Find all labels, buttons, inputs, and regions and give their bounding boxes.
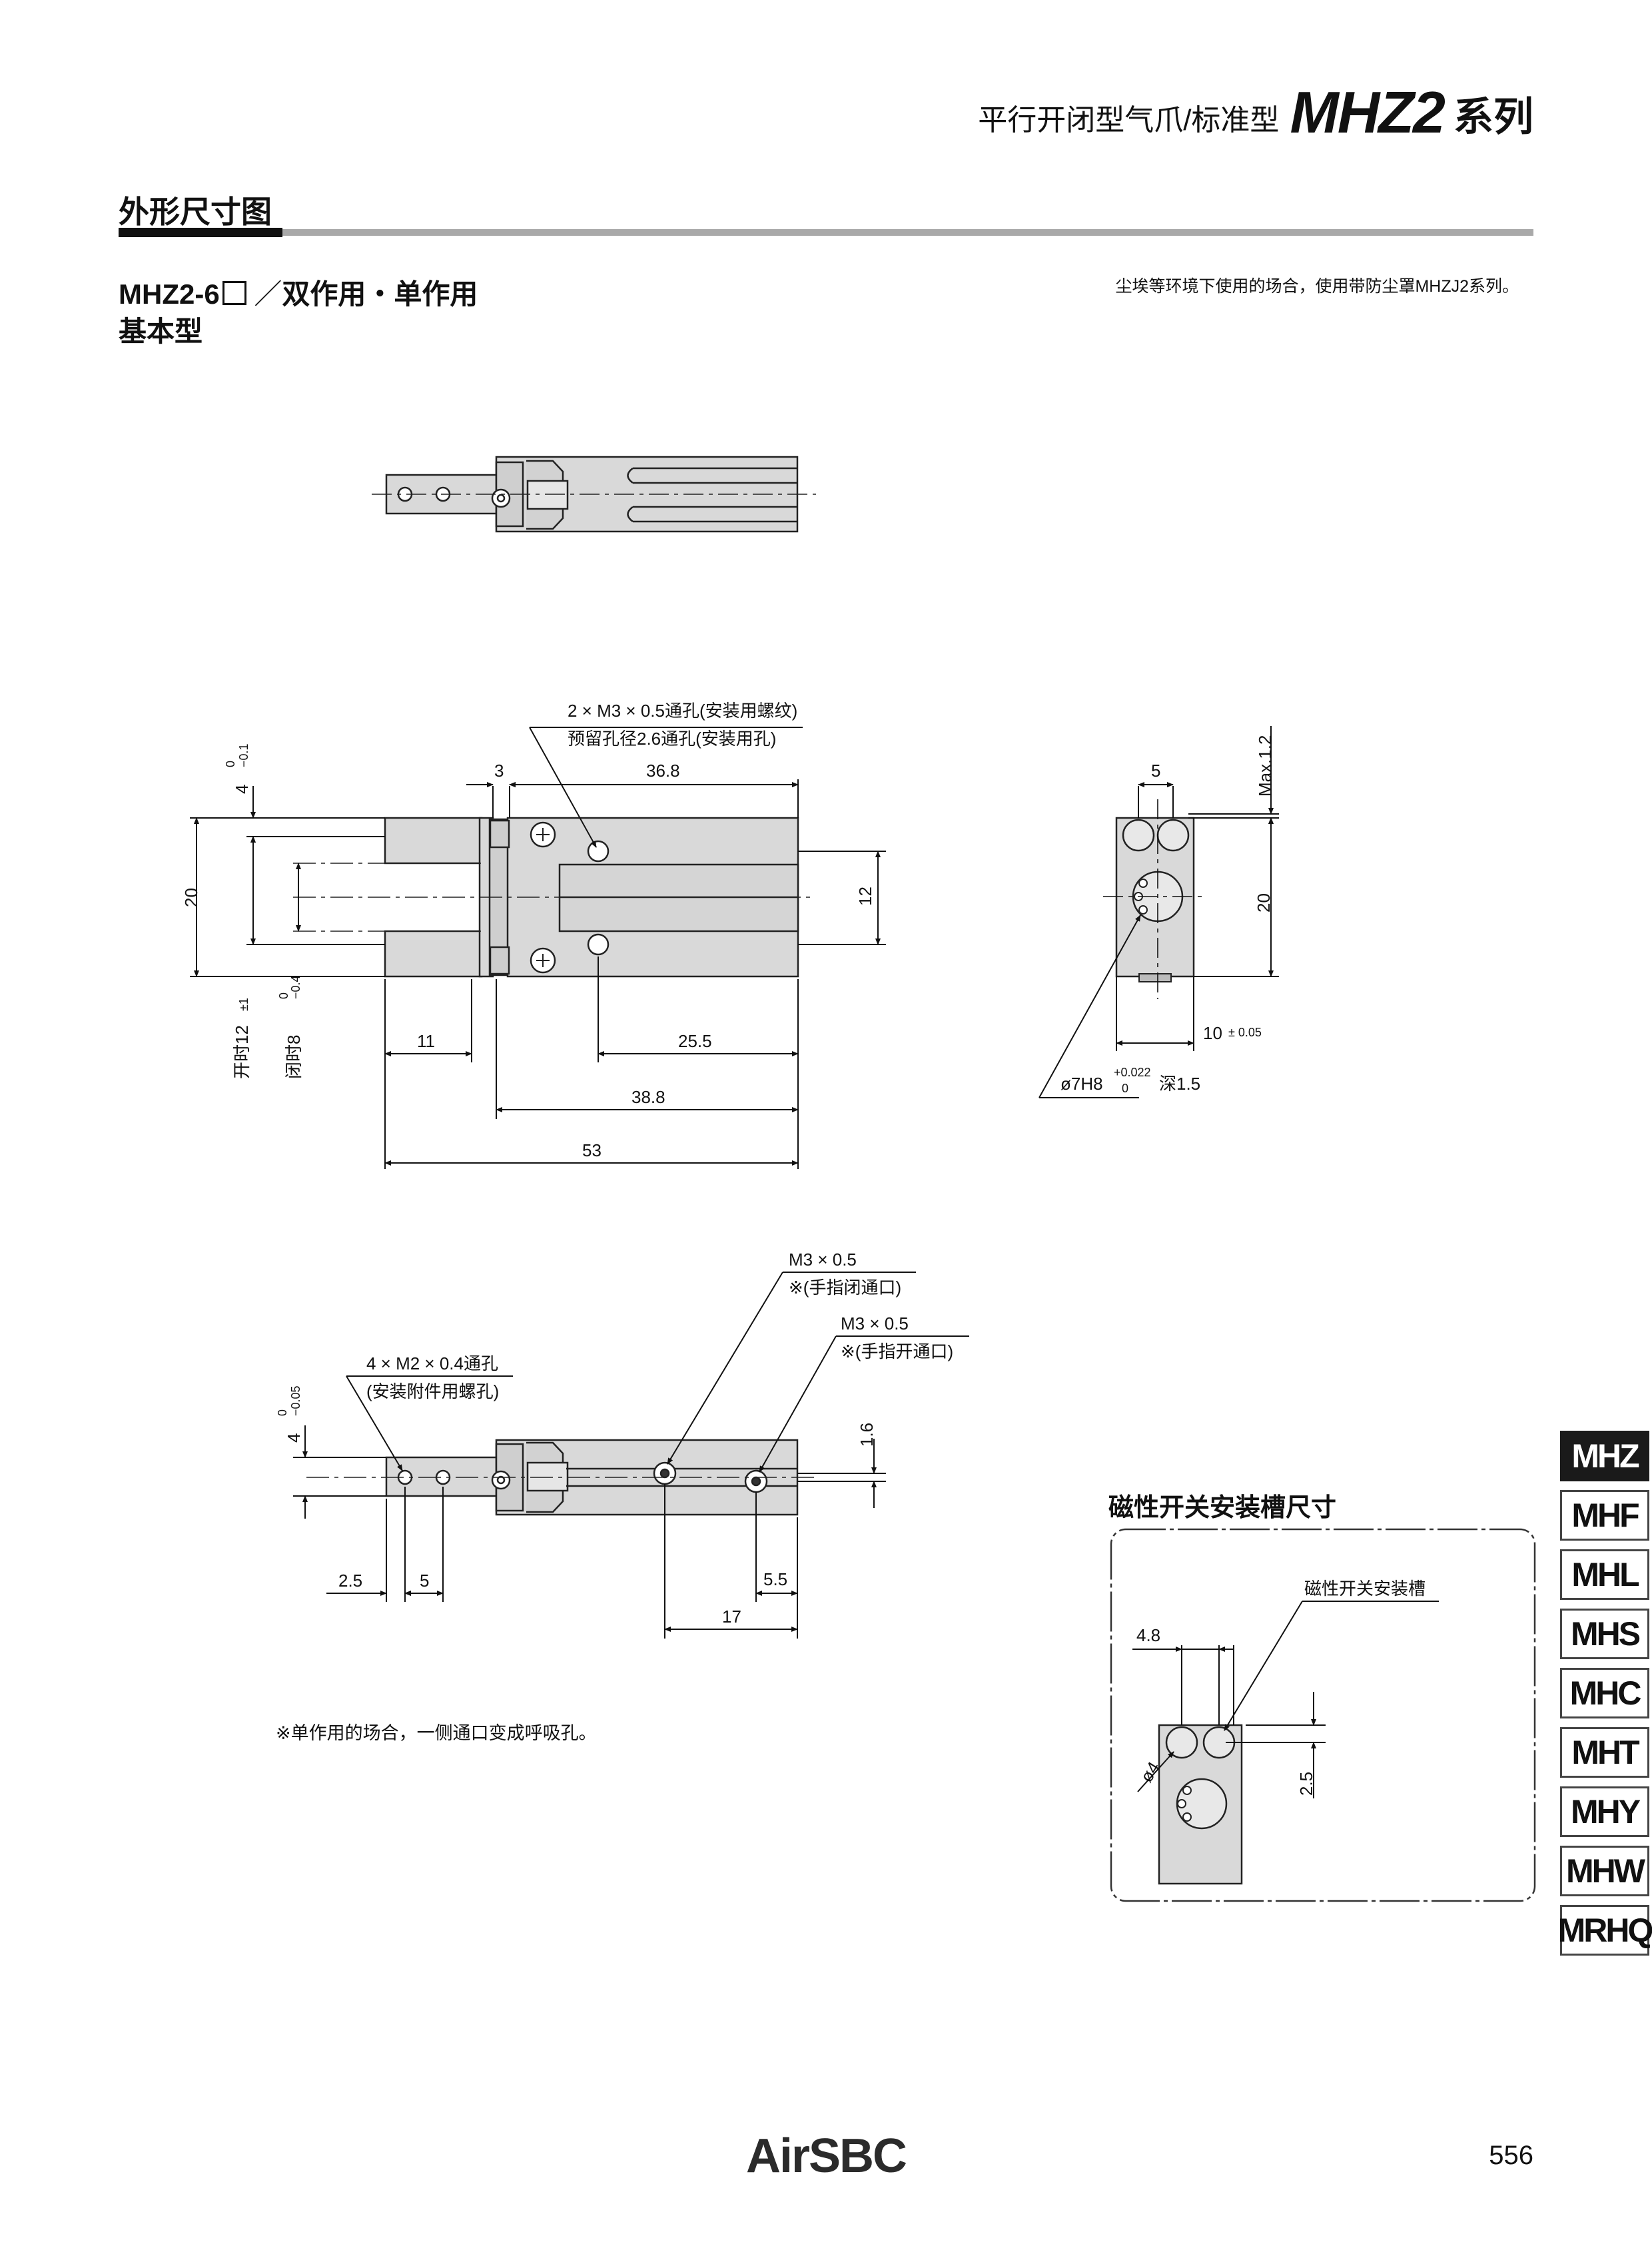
dim-38-8: 38.8: [631, 1087, 665, 1107]
side-dim-10: 10: [1203, 1023, 1222, 1043]
tab-mhs[interactable]: MHS: [1560, 1609, 1649, 1659]
subtype-label: 基本型: [119, 316, 203, 347]
note-bottom: ※单作用的场合，一侧通口变成呼吸孔。: [276, 1723, 597, 1743]
tab-mhz[interactable]: MHZ: [1560, 1431, 1649, 1481]
dim-4: 4: [232, 785, 252, 794]
bottom-dim-2-5: 2.5: [338, 1571, 362, 1591]
model-code: MHZ2-6: [119, 278, 220, 310]
bottom-dim-5: 5: [420, 1571, 429, 1591]
side-dim-20: 20: [1254, 893, 1274, 913]
tab-mhl[interactable]: MHL: [1560, 1549, 1649, 1600]
front-view: 2 × M3 × 0.5通孔(安装用螺纹) 预留孔径2.6通孔(安装用孔) 3 …: [181, 701, 886, 1169]
callout-thread: 2 × M3 × 0.5通孔(安装用螺纹): [568, 701, 797, 721]
page-header: 平行开闭型气爪/标准型 MHZ2 系列: [978, 79, 1533, 147]
bottom-dim-4-tol-upper: 0: [276, 1409, 289, 1416]
tab-mhc[interactable]: MHC: [1560, 1668, 1649, 1718]
tab-mhf[interactable]: MHF: [1560, 1490, 1649, 1541]
callout-close-port-note: ※(手指闭通口): [789, 1278, 901, 1298]
switch-slot-label: 磁性开关安装槽: [1304, 1579, 1426, 1599]
page-number: 556: [1489, 2141, 1533, 2170]
dim-close-8-tol-upper: 0: [277, 992, 290, 999]
dim-11: 11: [417, 1031, 435, 1051]
bottom-view: M3 × 0.5 ※(手指闭通口) M3 × 0.5 ※(手指开通口) 4 × …: [276, 1250, 969, 1639]
dim-36-8: 36.8: [646, 761, 680, 781]
bottom-dim-1-6: 1.6: [857, 1423, 877, 1447]
top-view: [372, 456, 816, 533]
tab-mht[interactable]: MHT: [1560, 1727, 1649, 1778]
bottom-dim-4-tol-lower: −0.05: [289, 1385, 302, 1416]
switch-dim-4-8: 4.8: [1136, 1625, 1160, 1645]
callout-pilot: 预留孔径2.6通孔(安装用孔): [568, 729, 776, 749]
model-line: MHZ2-6 ／双作用・单作用: [119, 272, 478, 312]
dim-close-8-tol-lower: −0.4: [289, 975, 302, 999]
side-bore-tol-lower: 0: [1122, 1082, 1128, 1095]
dim-3: 3: [494, 761, 504, 781]
dim-4-tol-upper: 0: [224, 761, 237, 767]
side-view: 5 Max.1.2 20 10 ± 0.05 ø7H8 +0.022 0 深1.…: [1038, 726, 1279, 1098]
side-dim-5: 5: [1151, 761, 1160, 781]
side-dim-10-tol: ± 0.05: [1228, 1026, 1262, 1039]
switch-slot-panel: 磁性开关安装槽尺寸 磁性开关安装槽 4.8 ø4 2.5: [1108, 1494, 1536, 1902]
side-dim-max-1-2: Max.1.2: [1255, 735, 1275, 797]
callout-open-port: M3 × 0.5: [841, 1313, 909, 1333]
header-subtitle: 平行开闭型气爪/标准型: [978, 104, 1280, 137]
switch-dim-2-5: 2.5: [1296, 1772, 1316, 1796]
section-title: 外形尺寸图: [119, 194, 272, 229]
model-actuation: 双作用・单作用: [282, 278, 478, 310]
tab-mrhq[interactable]: MRHQ: [1558, 1905, 1652, 1956]
dim-12-right: 12: [855, 887, 875, 906]
header-series: 系列: [1453, 95, 1533, 139]
bottom-dim-17: 17: [722, 1607, 741, 1627]
model-slash: ／: [254, 278, 282, 310]
dim-4-tol-lower: −0.1: [237, 743, 250, 767]
side-bore-depth: 深1.5: [1159, 1074, 1200, 1094]
callout-attach: 4 × M2 × 0.4通孔: [366, 1353, 498, 1373]
callout-open-port-note: ※(手指开通口): [841, 1341, 953, 1361]
dim-open-12-tol: ±1: [237, 998, 250, 1011]
tab-mhy[interactable]: MHY: [1560, 1786, 1649, 1837]
dim-open-12: 开时12: [232, 1025, 252, 1079]
dim-20-left: 20: [181, 888, 201, 907]
series-tab-list: MHZ MHF MHL MHS MHC MHT MHY MHW MRHQ: [1558, 1431, 1652, 1964]
section-rule: [119, 229, 1533, 236]
callout-attach-note: (安装附件用螺孔): [366, 1381, 499, 1401]
side-bore-tol-upper: +0.022: [1114, 1066, 1151, 1079]
side-bore: ø7H8: [1060, 1074, 1103, 1094]
switch-slot-title: 磁性开关安装槽尺寸: [1108, 1494, 1336, 1522]
dim-close-8: 闭时8: [284, 1035, 304, 1079]
note-top: 尘埃等环境下使用的场合，使用带防尘罩MHZJ2系列。: [1115, 277, 1519, 296]
tab-mhw[interactable]: MHW: [1560, 1846, 1649, 1896]
placeholder-box-icon: [222, 281, 246, 305]
callout-close-port: M3 × 0.5: [789, 1250, 857, 1270]
section-rule-accent: [119, 228, 282, 237]
header-model: MHZ2: [1290, 79, 1446, 145]
brand-logo: AirSBC: [746, 2129, 907, 2183]
bottom-dim-5-5: 5.5: [763, 1569, 787, 1589]
bottom-dim-4: 4: [284, 1433, 304, 1443]
dim-25-5: 25.5: [678, 1031, 712, 1051]
dim-53: 53: [582, 1140, 602, 1160]
